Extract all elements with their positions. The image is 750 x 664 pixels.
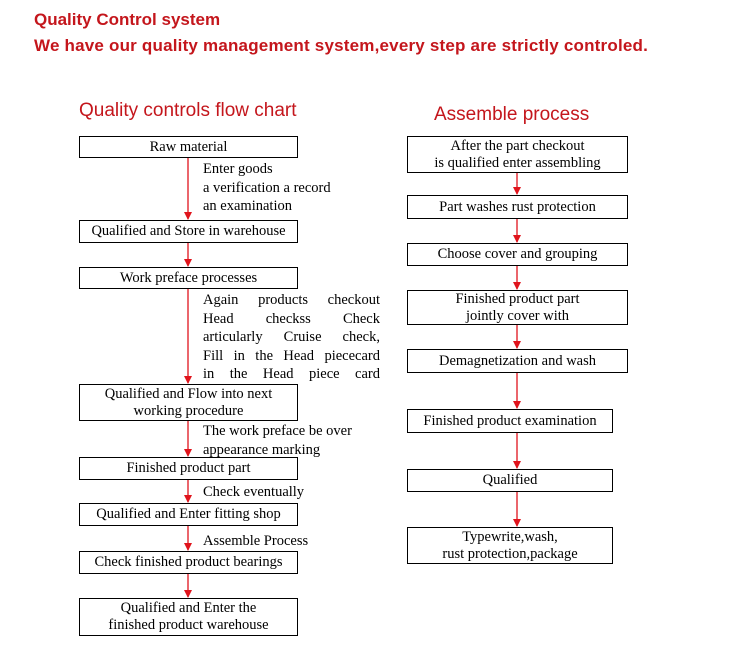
right-step-enter-assembling: After the part checkout is qualified ent… (407, 136, 628, 173)
left-chart-title: Quality controls flow chart (79, 100, 297, 121)
right-chart-title: Assemble process (434, 104, 590, 125)
right-step-jointly-cover: Finished product part jointly cover with (407, 290, 628, 325)
left-note-checkout: Again products checkout Head checkss Che… (203, 292, 380, 382)
left-note-assemble: Assemble Process (203, 533, 309, 549)
right-step-rust-protection: Part washes rust protection (407, 195, 628, 219)
left-step-finished-warehouse: Qualified and Enter the finished product… (79, 598, 298, 636)
left-step-check-bearings: Check finished product bearings (79, 551, 298, 574)
right-step-demagnetization: Demagnetization and wash (407, 349, 628, 373)
right-step-examination: Finished product examination (407, 409, 613, 433)
right-step-cover-grouping: Choose cover and grouping (407, 243, 628, 266)
right-step-package: Typewrite,wash, rust protection,package (407, 527, 613, 564)
left-step-finished-part: Finished product part (79, 457, 298, 480)
page-subtitle: We have our quality management system,ev… (34, 36, 649, 55)
left-step-fitting-shop: Qualified and Enter fitting shop (79, 503, 298, 526)
left-step-flow-next: Qualified and Flow into next working pro… (79, 384, 298, 421)
left-note-check-eventually: Check eventually (203, 484, 305, 500)
left-step-store-warehouse: Qualified and Store in warehouse (79, 220, 298, 243)
left-step-work-preface: Work preface processes (79, 267, 298, 289)
page-title: Quality Control system (34, 10, 221, 29)
left-note-enter-goods: Enter goods a verification a record an e… (203, 161, 331, 214)
right-step-qualified: Qualified (407, 469, 613, 492)
left-step-raw-material: Raw material (79, 136, 298, 158)
left-note-appearance: The work preface be over appearance mark… (203, 423, 352, 458)
